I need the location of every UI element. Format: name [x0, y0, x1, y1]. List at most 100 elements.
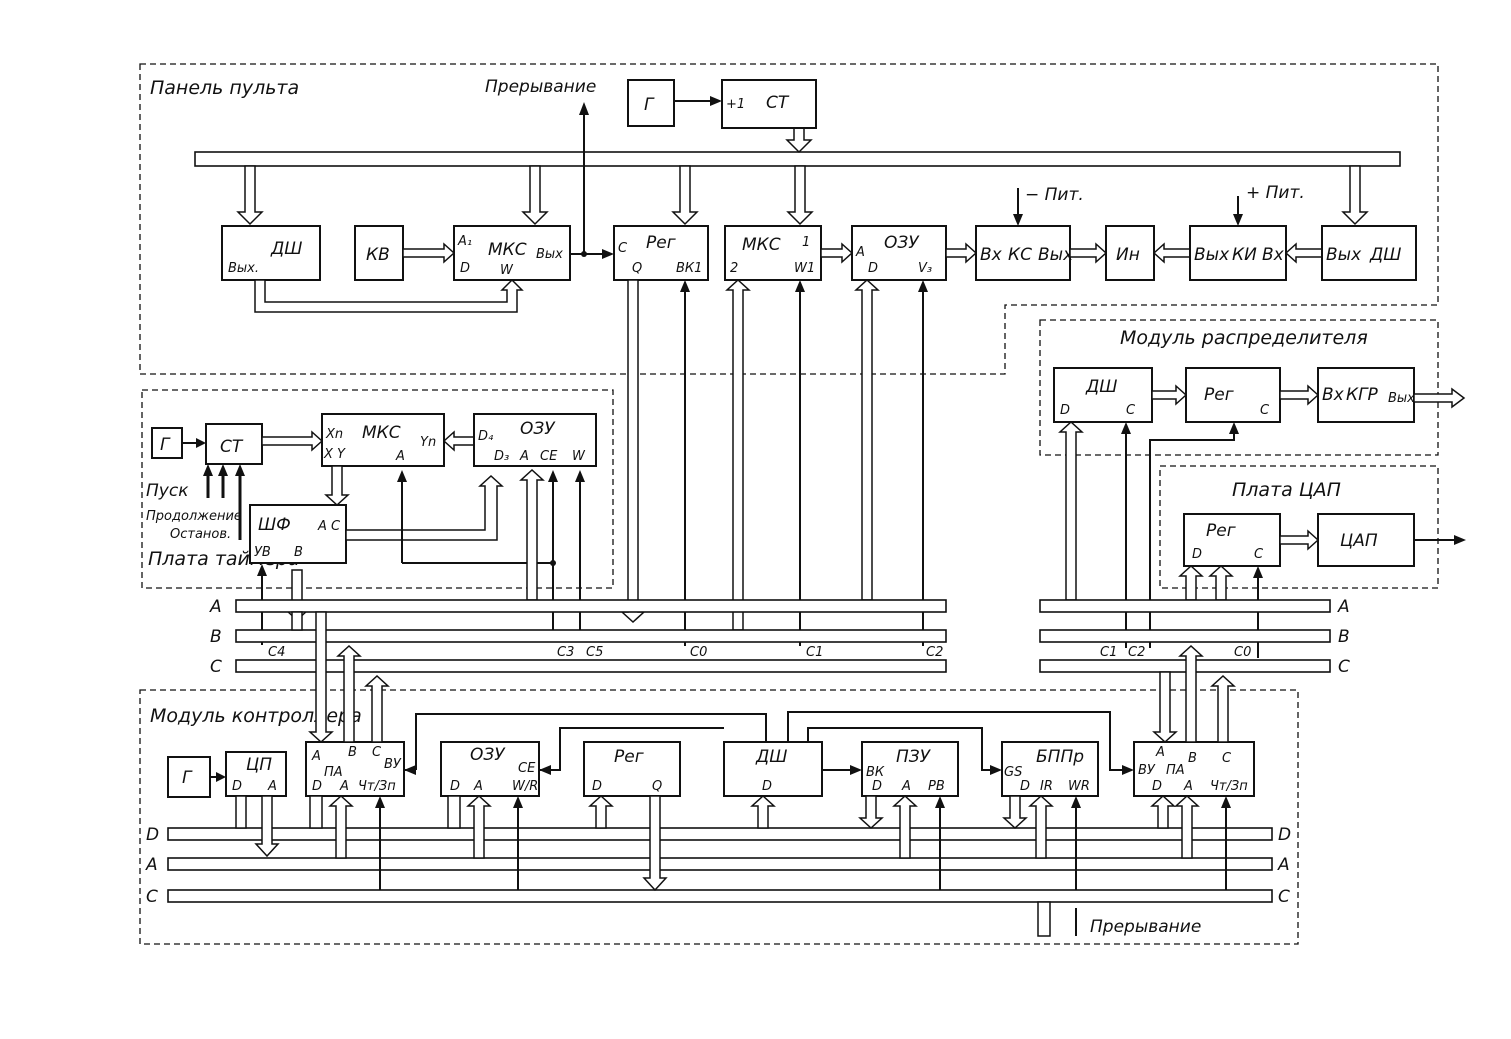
shf-ac: A C [317, 519, 341, 534]
ct-to-mks3 [261, 430, 324, 452]
dac-block [1317, 513, 1415, 567]
dac-label: ЦАП [1340, 531, 1378, 551]
pzu-bk: ВК [866, 765, 885, 780]
dsh2-label: ДШ [1369, 245, 1401, 265]
ozu2-a: A [519, 449, 529, 464]
tap-right-c2: C2 [1128, 645, 1145, 660]
dsh4-block [723, 741, 823, 797]
reg2-c: C [1260, 403, 1270, 418]
bppr-d-bus [1002, 795, 1028, 830]
mid-bus-c-label: C [210, 657, 222, 677]
ozu2-ce: CE [540, 449, 558, 464]
dsh3-label: ДШ [1085, 377, 1117, 397]
reg4-q-bus [642, 795, 668, 892]
mid-bus-c [235, 659, 947, 673]
bppr-ir-bus [1028, 794, 1054, 859]
bus-to-mks2 [786, 165, 814, 226]
reg3-d: D [1192, 547, 1202, 562]
ks-to-in [1069, 242, 1108, 264]
in-label: Ин [1116, 245, 1140, 265]
ozu3-ce: CE [518, 761, 536, 776]
ctrl-bus-d-right: D [1278, 825, 1291, 845]
counter-to-bus [785, 127, 813, 154]
kv-label: КВ [366, 245, 390, 265]
gen-timer-label: Г [160, 435, 171, 455]
reg4-block [583, 741, 681, 797]
counter-top [721, 79, 817, 129]
pzu-d: D [872, 779, 882, 794]
shf-b: B [294, 545, 303, 560]
pa1-rw: Чт/Зп [358, 779, 396, 794]
dsh1-block [221, 225, 321, 281]
dac-board-border [1159, 465, 1439, 589]
tap-c1: C1 [806, 645, 823, 660]
pa2-a2: A [1183, 779, 1193, 794]
power-plus-label: + Пит. [1246, 183, 1305, 203]
bus-to-ozu2-a [519, 468, 545, 601]
mks2-label: МКС [742, 235, 781, 255]
pa1-c-link [364, 674, 390, 743]
ki-to-in [1152, 242, 1191, 264]
reg2-label: Рег [1204, 385, 1234, 405]
panel-title: Панель пульта [150, 77, 299, 99]
dsh1-label: ДШ [270, 239, 302, 259]
pa1-a2: A [339, 779, 349, 794]
ozu3-d: D [450, 779, 460, 794]
kv-to-mks1 [402, 242, 456, 264]
pa1-vu: ВУ [384, 757, 402, 772]
bus-to-reg4-d [588, 794, 614, 829]
ozu2-label: ОЗУ [520, 419, 556, 439]
bppr-d: D [1020, 779, 1030, 794]
stop-label: Останов. [170, 527, 231, 542]
ctrl-bus-a-right: A [1277, 855, 1290, 875]
ozu3-d-bus [447, 795, 461, 829]
bppr-label: БППр [1036, 747, 1084, 767]
ct-timer-block [205, 423, 263, 465]
cpu-d: D [232, 779, 242, 794]
bus-to-dsh4-d [750, 794, 776, 829]
pa2-a: A [1155, 745, 1165, 760]
right-to-pa2-a [1152, 671, 1178, 744]
interrupt-bottom-label: Прерывание [1090, 917, 1201, 937]
ctrl-bus-c-left: C [146, 887, 158, 907]
mks2-to-ozu1 [820, 242, 854, 264]
cpu-d-bus [235, 795, 247, 829]
dsh4-d: D [762, 779, 772, 794]
mid-bus-link [291, 611, 303, 631]
right-bus-a-label: A [1337, 597, 1350, 617]
kgr-output [1413, 387, 1466, 409]
distributor-border [1039, 319, 1439, 456]
ctrl-bus-c-right: C [1278, 887, 1290, 907]
tap-c3: C3 [557, 645, 574, 660]
ki-in: Вх [1262, 245, 1285, 265]
reg2-to-kgr [1279, 384, 1320, 406]
shf-block [249, 504, 347, 564]
mks1-w: W [500, 263, 514, 278]
ks-block [975, 225, 1071, 281]
right-bus-b [1039, 629, 1331, 643]
mid-bus-a [235, 599, 947, 613]
pzu-pv: РВ [928, 779, 945, 794]
kgr-label: КГР [1346, 385, 1379, 405]
ctrl-bus-a-left: A [145, 855, 158, 875]
kgr-in: Вх [1322, 385, 1345, 405]
interrupt-bus-stub [1037, 901, 1051, 937]
dsh1-out-label: Вых. [228, 261, 259, 276]
bus-to-mks2-in2 [725, 278, 751, 631]
pzu-a: A [901, 779, 911, 794]
panel-bus [194, 151, 1401, 167]
pa2-c: C [1222, 751, 1232, 766]
ozu1-label: ОЗУ [884, 233, 920, 253]
mks3-xy: X Y [323, 447, 346, 462]
ozu2-d4: D₄ [478, 429, 494, 444]
pa1-a-bus [328, 794, 354, 859]
shf-yv: УВ [254, 545, 271, 560]
ozu1-d: D [868, 261, 878, 276]
mid-bus-b [235, 629, 947, 643]
ozu1-block [851, 225, 947, 281]
bus-to-ozu1-d [854, 278, 880, 601]
counter-label: СТ [766, 93, 790, 113]
mks2-block [724, 225, 822, 281]
bus-to-dsh3-d [1058, 420, 1084, 601]
